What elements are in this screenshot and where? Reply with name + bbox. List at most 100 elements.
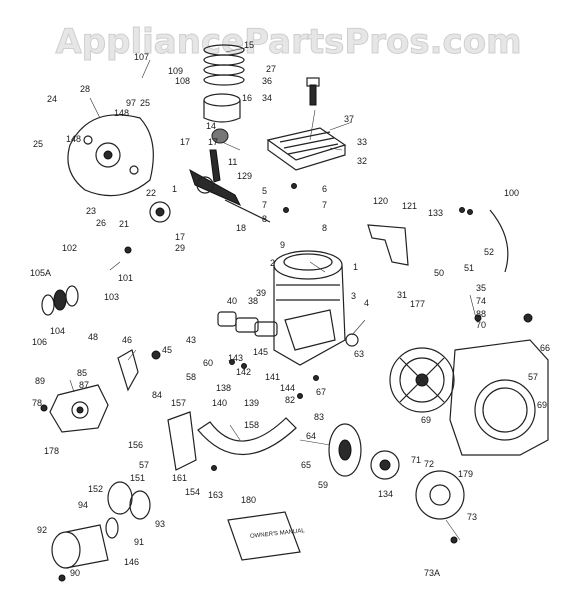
owners-manual-drawing — [227, 511, 301, 561]
part-label: 90 — [70, 568, 81, 578]
part-label: 17 — [180, 137, 191, 147]
part-label: 180 — [241, 495, 257, 505]
part-label: 158 — [244, 420, 260, 430]
part-label: 67 — [316, 387, 327, 397]
part-label: 15 — [244, 40, 255, 50]
part-label: 43 — [186, 335, 197, 345]
part-label: 74 — [476, 296, 487, 306]
part-label: 148 — [66, 134, 82, 144]
part-label: 161 — [172, 473, 188, 483]
part-label: 69 — [537, 400, 548, 410]
leader-lines — [69, 47, 477, 541]
part-label: 92 — [37, 525, 48, 535]
governor-lever-drawing — [117, 349, 139, 392]
part-label: 100 — [504, 188, 520, 198]
cylinder-block-drawing — [273, 250, 346, 366]
part-label: 17 — [175, 232, 186, 242]
gear-drawing — [149, 201, 171, 223]
part-label: 78 — [32, 398, 43, 408]
part-label: 138 — [216, 383, 232, 393]
part-label: 88 — [476, 309, 487, 319]
part-label: 16 — [242, 93, 253, 103]
carburetor-drawing — [49, 384, 109, 433]
part-label: 29 — [175, 243, 186, 253]
part-label: 177 — [410, 299, 426, 309]
ignition-coil-drawing — [328, 423, 362, 477]
pulley-hub-drawing — [345, 333, 359, 347]
part-label: 9 — [280, 240, 286, 250]
part-label: 104 — [50, 326, 66, 336]
connecting-rod-drawing — [209, 149, 221, 183]
part-label: 97 — [126, 98, 137, 108]
part-label: 57 — [139, 460, 150, 470]
part-label: 45 — [162, 345, 173, 355]
part-label: 179 — [458, 469, 474, 479]
part-label: 4 — [364, 298, 370, 308]
part-label: 72 — [424, 459, 435, 469]
part-label: 141 — [265, 372, 281, 382]
part-label: 7 — [262, 200, 268, 210]
part-label: 134 — [378, 489, 394, 499]
part-label: 105A — [30, 268, 52, 278]
part-label: 26 — [96, 218, 107, 228]
piston-drawing — [203, 93, 241, 144]
part-label: 144 — [280, 383, 296, 393]
part-label: 18 — [236, 223, 247, 233]
part-label: 65 — [301, 460, 312, 470]
control-bracket-drawing — [167, 411, 197, 471]
crankshaft-drawing — [189, 168, 271, 223]
part-label: 152 — [88, 484, 104, 494]
part-label: 8 — [322, 223, 328, 233]
part-label: 58 — [186, 372, 197, 382]
part-label: 85 — [77, 368, 88, 378]
part-label: 64 — [306, 431, 317, 441]
part-label: 32 — [357, 156, 368, 166]
part-label: 21 — [119, 219, 130, 229]
part-label: 37 — [344, 114, 355, 124]
crankcase-cover-drawing — [67, 114, 154, 197]
air-filter-drawing — [107, 481, 133, 515]
part-label: 36 — [262, 76, 273, 86]
part-label: 156 — [128, 440, 144, 450]
part-label: 46 — [122, 335, 133, 345]
part-label: 73A — [424, 568, 441, 578]
part-label: 6 — [322, 184, 328, 194]
piston-rings-drawing — [203, 44, 245, 86]
part-label: 52 — [484, 247, 495, 257]
watermark: AppliancePartsPros.com — [55, 22, 522, 63]
part-label: 59 — [318, 480, 329, 490]
part-label: 23 — [86, 206, 97, 216]
part-label: 24 — [47, 94, 58, 104]
starter-cup-drawing — [370, 450, 400, 480]
part-label: 129 — [237, 171, 253, 181]
part-label: 93 — [155, 519, 166, 529]
part-label: 87 — [79, 380, 90, 390]
part-label: 69 — [421, 415, 432, 425]
flywheel-drawing — [389, 347, 455, 413]
spark-plug-drawing — [306, 77, 320, 106]
part-label: 157 — [171, 398, 187, 408]
part-label: 120 — [373, 196, 389, 206]
part-label: 22 — [146, 188, 157, 198]
part-label: 145 — [253, 347, 269, 357]
part-label: 107 — [134, 52, 150, 62]
part-label: 35 — [476, 283, 487, 293]
part-label: 121 — [402, 201, 418, 211]
part-label: 57 — [528, 372, 539, 382]
part-label: 1 — [172, 184, 178, 194]
part-label: 40 — [227, 296, 238, 306]
muffler-drawing — [51, 517, 119, 569]
part-label: 89 — [35, 376, 46, 386]
part-label: 101 — [118, 273, 134, 283]
part-label: 102 — [62, 243, 78, 253]
part-label: 84 — [152, 390, 163, 400]
part-label: 17 — [208, 137, 219, 147]
part-label: 28 — [80, 84, 91, 94]
part-label: 34 — [262, 93, 273, 103]
part-label: 25 — [140, 98, 151, 108]
part-label: 25 — [33, 139, 44, 149]
part-label: 83 — [314, 412, 325, 422]
part-label: 109 — [168, 66, 184, 76]
part-label: 60 — [203, 358, 214, 368]
part-label: 151 — [130, 473, 146, 483]
